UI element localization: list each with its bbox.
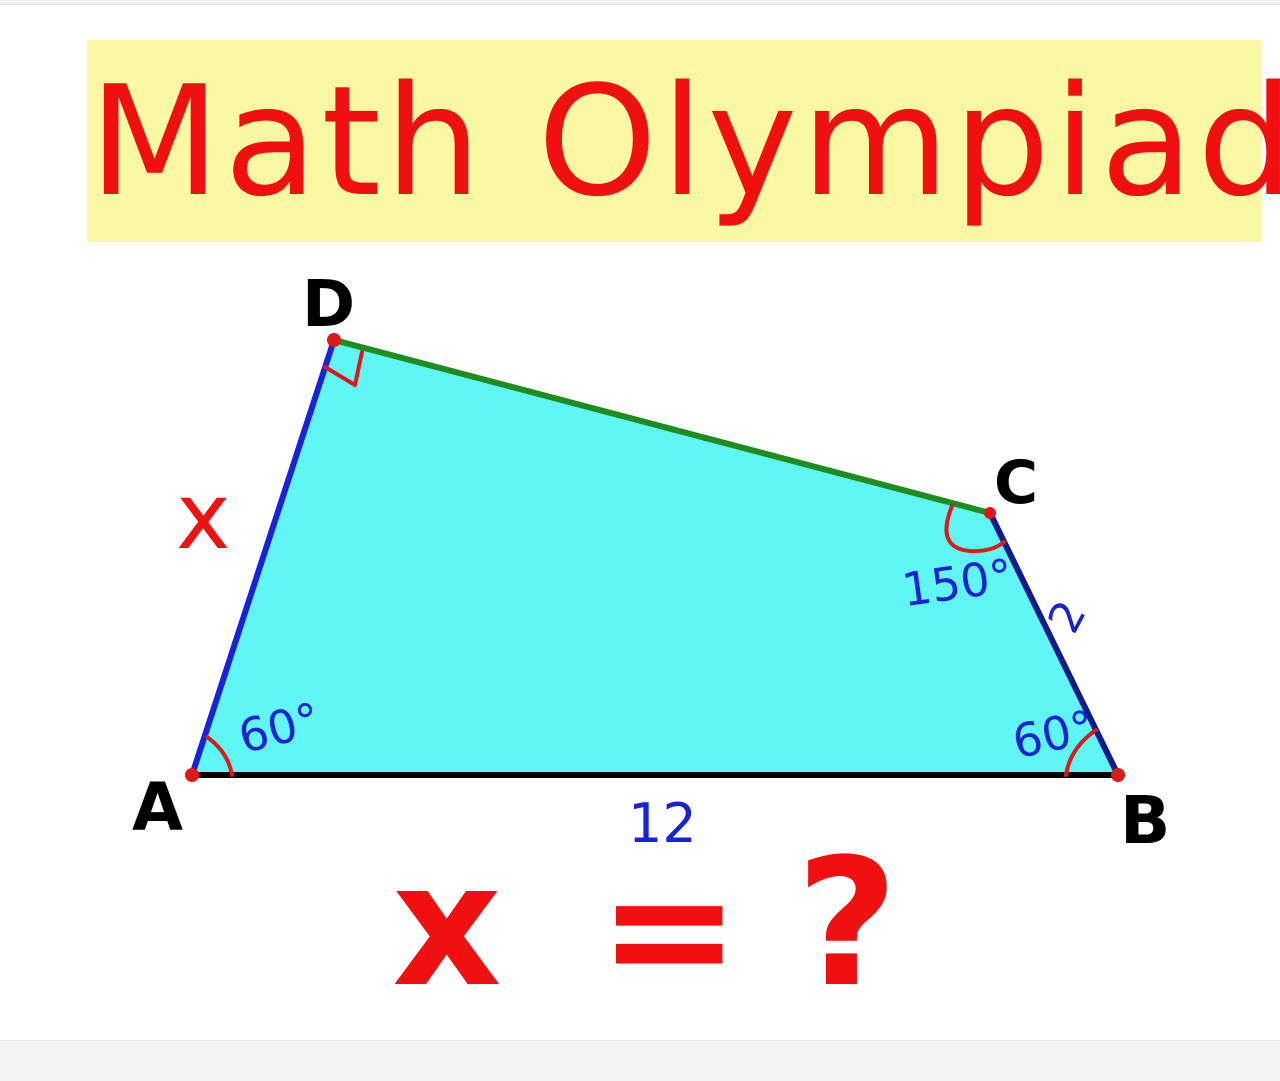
vertex-a-dot bbox=[185, 768, 199, 782]
vertex-label-c: C bbox=[994, 448, 1038, 518]
vertex-d-dot bbox=[327, 333, 341, 347]
question-variable: x bbox=[392, 827, 502, 1025]
vertex-b-dot bbox=[1111, 768, 1125, 782]
vertex-label-b: B bbox=[1120, 782, 1170, 859]
page-title: Math Olympiad bbox=[89, 52, 1280, 230]
vertex-label-d: D bbox=[302, 268, 355, 342]
question-equals: = bbox=[598, 831, 740, 1029]
quadrilateral-fill bbox=[192, 340, 1118, 775]
angle-a-arc bbox=[205, 735, 234, 777]
angle-c-arc bbox=[944, 504, 1006, 554]
right-angle-marker-icon bbox=[323, 350, 364, 387]
side-ad-label: x bbox=[176, 463, 230, 570]
vertex-c-dot bbox=[984, 507, 996, 519]
side-ad bbox=[189, 337, 337, 778]
angle-b-arc bbox=[1064, 728, 1098, 777]
title-banner: Math Olympiad bbox=[87, 40, 1280, 242]
side-ab-label: 12 bbox=[628, 792, 697, 855]
vertex-label-a: A bbox=[132, 769, 183, 846]
side-dc bbox=[331, 337, 993, 516]
top-strip bbox=[0, 0, 1280, 5]
question-unknown: ? bbox=[796, 821, 898, 1026]
bottom-strip bbox=[0, 1040, 1280, 1081]
